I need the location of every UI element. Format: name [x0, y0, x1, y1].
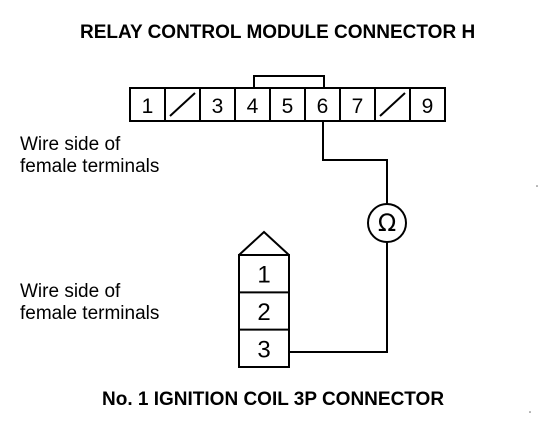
connector-h-terminal-6: 6 — [317, 95, 329, 118]
connector-h-terminal-number: 6 — [317, 95, 329, 118]
lower-label-line-1: Wire side of — [20, 281, 121, 302]
connector-h-terminal-9: 9 — [422, 95, 434, 118]
lower-label: Wire side of female terminals — [20, 281, 159, 324]
connector-h-terminal-number: 1 — [142, 95, 154, 118]
top-title: RELAY CONTROL MODULE CONNECTOR H — [80, 22, 475, 43]
connector-h-terminal-2 — [169, 92, 196, 117]
ohm-symbol: Ω — [378, 209, 396, 237]
connector-h-terminal-4: 4 — [247, 95, 259, 118]
upper-label-line-1: Wire side of — [20, 134, 121, 155]
connector-h-lock-tab — [253, 75, 325, 88]
speck — [536, 185, 538, 187]
test-leads — [288, 121, 388, 353]
upper-label-line-2: female terminals — [20, 156, 159, 177]
connector-h-terminal-8 — [379, 92, 406, 117]
connector-h-terminal-7: 7 — [352, 95, 364, 118]
speck — [529, 411, 531, 413]
ohmmeter-circle — [367, 203, 407, 243]
bottom-title: No. 1 IGNITION COIL 3P CONNECTOR — [102, 389, 444, 410]
connector-h-terminal-number: 7 — [352, 95, 364, 118]
lead-lower — [288, 242, 388, 353]
coil-connector-body — [238, 254, 290, 368]
empty-cavity-slash — [379, 92, 406, 117]
empty-cavity-slash — [169, 92, 196, 117]
coil-connector-terminal-2: 2 — [257, 299, 270, 326]
lower-label-line-2: female terminals — [20, 303, 159, 324]
connector-h-terminal-number: 5 — [282, 95, 294, 118]
coil-connector-terminal-3: 3 — [257, 336, 270, 363]
lead-upper — [322, 121, 388, 204]
coil-connector-roof — [238, 230, 290, 256]
ohmmeter-icon: Ω — [367, 203, 407, 243]
coil-connector: 1 2 3 — [238, 230, 290, 368]
connector-h-terminal-number: 3 — [212, 95, 224, 118]
connector-h-terminal-5: 5 — [282, 95, 294, 118]
upper-label: Wire side of female terminals — [20, 134, 159, 177]
connector-h-terminal-number: 4 — [247, 95, 259, 118]
coil-connector-terminal-1: 1 — [257, 262, 270, 289]
connector-h-terminal-3: 3 — [212, 95, 224, 118]
connector-h-terminal-1: 1 — [142, 95, 154, 118]
connector-h-terminal-number: 9 — [422, 95, 434, 118]
